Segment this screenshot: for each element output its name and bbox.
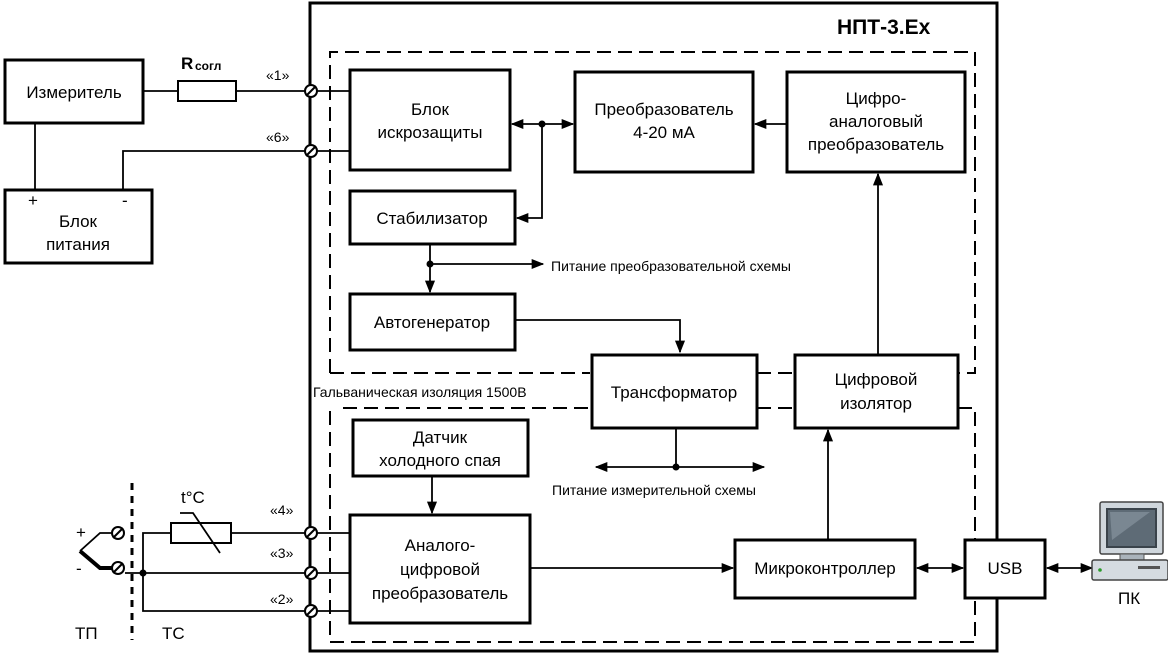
rtd-temp-label: t°C — [181, 488, 205, 507]
isolation-label: Гальваническая изоляция 1500В — [313, 384, 527, 400]
svg-text:Блок: Блок — [411, 100, 450, 119]
svg-text:Блок: Блок — [59, 212, 98, 231]
usb-block — [963, 538, 1047, 600]
svg-text:Микроконтроллер: Микроконтроллер — [754, 559, 896, 578]
svg-text:питания: питания — [46, 235, 110, 254]
pc-icon — [1091, 501, 1168, 581]
svg-text:холодного спая: холодного спая — [379, 451, 501, 470]
thermocouple-lead-minus — [78, 549, 112, 570]
svg-text:«4»: «4» — [270, 502, 294, 518]
svg-text:Датчик: Датчик — [413, 428, 468, 447]
psu-minus: - — [122, 191, 128, 210]
svg-text:Стабилизатор: Стабилизатор — [376, 209, 487, 228]
svg-text:Трансформатор: Трансформатор — [611, 383, 737, 402]
thermocouple-lead-plus — [79, 532, 112, 552]
measurement-zone — [329, 407, 976, 643]
svg-text:+: + — [76, 523, 86, 542]
converter-4-20-block — [573, 70, 755, 174]
svg-text:Преобразователь: Преобразователь — [594, 100, 733, 119]
svg-text:«3»: «3» — [270, 545, 294, 561]
device-enclosure — [308, 1, 999, 653]
pc-label: ПК — [1118, 589, 1140, 608]
spark-protection-block — [348, 68, 512, 172]
svg-text:-: - — [76, 559, 82, 578]
stabilizer-block — [348, 189, 517, 246]
thermocouple-terminal-minus — [111, 561, 125, 575]
note-power-measurement: Питание измерительной схемы — [552, 482, 756, 498]
cold-junction-sensor-block — [351, 418, 530, 478]
terminal-3 — [304, 566, 318, 580]
svg-text:«2»: «2» — [270, 591, 294, 607]
svg-text:искрозащиты: искрозащиты — [378, 123, 483, 142]
tp-label: ТП — [75, 624, 98, 643]
meter-label: Измеритель — [26, 83, 122, 102]
adc-block — [348, 513, 532, 625]
terminal-2 — [304, 604, 318, 618]
svg-text:преобразователь: преобразователь — [372, 584, 508, 603]
microcontroller-block — [733, 538, 917, 600]
svg-text:«6»: «6» — [266, 129, 290, 145]
svg-text:Цифро-: Цифро- — [846, 89, 907, 108]
conversion-zone — [329, 51, 976, 374]
transformer-block — [590, 353, 759, 430]
svg-text:«1»: «1» — [266, 67, 290, 83]
tc-label: ТС — [162, 624, 185, 643]
dac-block — [785, 70, 967, 174]
svg-text:преобразователь: преобразователь — [808, 135, 944, 154]
svg-text:аналоговый: аналоговый — [829, 112, 923, 131]
svg-text:USB: USB — [988, 559, 1023, 578]
terminal-6 — [304, 144, 318, 158]
meter-block — [3, 58, 145, 125]
matching-resistor — [177, 80, 237, 102]
svg-text:Аналого-: Аналого- — [405, 536, 476, 555]
svg-text:4-20 мА: 4-20 мА — [633, 123, 695, 142]
note-power-conversion: Питание преобразовательной схемы — [551, 258, 791, 274]
resistor-label: R — [181, 54, 193, 73]
terminal-4 — [304, 526, 318, 540]
power-supply-block — [3, 188, 154, 265]
svg-text:цифровой: цифровой — [400, 560, 480, 579]
digital-isolator-block — [793, 353, 960, 430]
svg-text:изолятор: изолятор — [840, 394, 912, 413]
svg-text:согл: согл — [195, 59, 221, 73]
device-title: НПТ-3.Ex — [837, 16, 931, 39]
psu-plus: + — [28, 191, 38, 210]
terminal-1 — [304, 84, 318, 98]
oscillator-block — [348, 292, 517, 352]
svg-text:Автогенератор: Автогенератор — [374, 313, 490, 332]
svg-text:Цифровой: Цифровой — [835, 370, 918, 389]
thermocouple-terminal-plus — [111, 526, 125, 540]
